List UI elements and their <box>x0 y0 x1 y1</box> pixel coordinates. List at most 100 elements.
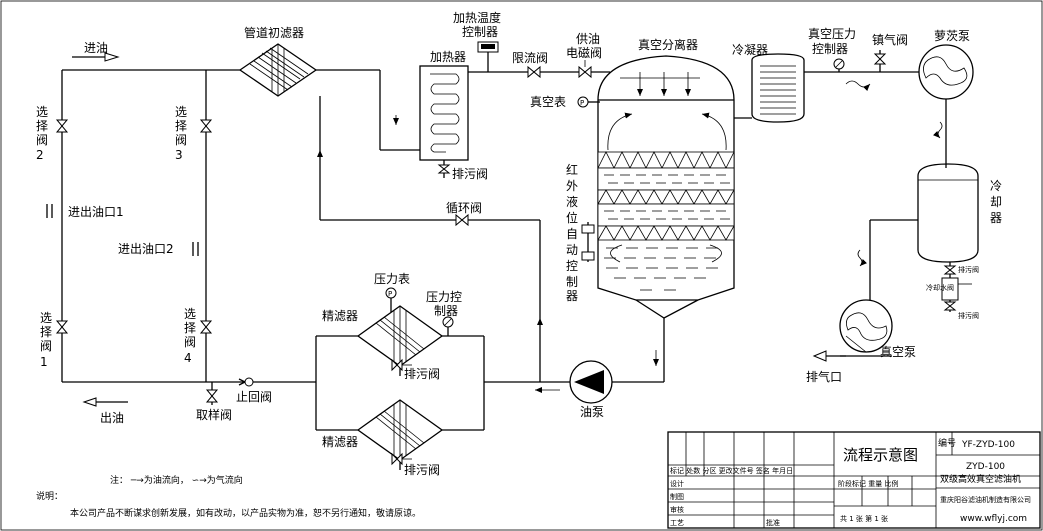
title-block-sheet-row: 共 1 张 第 1 张 <box>840 514 888 523</box>
selector-valve-2-label: 选择阀 2 <box>36 105 48 162</box>
svg-text:却: 却 <box>990 195 1002 209</box>
exhaust-label: 排气口 <box>806 369 842 384</box>
vac-pressure-label-1: 真空压力 <box>808 27 856 41</box>
svg-text:选: 选 <box>175 105 187 119</box>
vacuum-gauge-label: 真空表 <box>530 95 566 109</box>
notes-title: 说明： <box>36 490 63 502</box>
check-valve-label: 止回阀 <box>236 390 272 404</box>
selector-valve-2[interactable] <box>55 119 69 133</box>
pressure-controller-label-2: 制器 <box>434 304 458 318</box>
gas-ballast-valve-label: 镇气阀 <box>872 32 908 47</box>
svg-text:器: 器 <box>990 211 1002 225</box>
svg-text:阀: 阀 <box>175 133 187 147</box>
svg-text:冷: 冷 <box>990 179 1002 193</box>
svg-text:制: 制 <box>566 275 578 289</box>
oil-pump-piping <box>317 96 664 393</box>
infrared-level-controller <box>581 222 595 262</box>
circulation-valve[interactable] <box>455 213 469 227</box>
gas-ballast-valve[interactable] <box>873 50 887 72</box>
title-block-change-row: 标记 处数 分区 更改文件号 签名 年月日 <box>670 466 793 475</box>
svg-text:阀: 阀 <box>184 335 196 349</box>
check-valve[interactable] <box>238 377 254 387</box>
svg-text:排污阀: 排污阀 <box>958 311 979 320</box>
heating-temperature-controller[interactable] <box>477 41 499 72</box>
flow-limit-valve[interactable] <box>527 65 541 79</box>
port-2-label: 进出油口2 <box>118 242 174 256</box>
title-block-code-label: 编号 <box>938 437 956 449</box>
upper-drain-label: 排污阀 <box>404 367 440 381</box>
filter-heater-pipe <box>316 69 420 151</box>
pressure-gauge: P <box>385 287 397 312</box>
svg-text:控: 控 <box>566 259 578 273</box>
exhaust-arrow <box>812 350 846 362</box>
vac-pressure-label-2: 控制器 <box>812 42 848 56</box>
vacuum-pressure-controller[interactable] <box>833 58 845 72</box>
port-1-label: 进出油口1 <box>68 205 124 219</box>
title-block-check: 审核 <box>670 505 684 514</box>
fine-filter-upper-label: 精滤器 <box>322 309 358 323</box>
title-block-model: ZYD-100 <box>966 462 1005 472</box>
upper-filter-drain-valve[interactable] <box>391 358 412 376</box>
oil-in-label: 进油 <box>84 41 108 55</box>
svg-text:选: 选 <box>40 311 52 325</box>
svg-text:阀: 阀 <box>40 339 52 353</box>
title-block-title: 流程示意图 <box>843 446 918 464</box>
oil-supply-label-1: 供油 <box>576 32 600 46</box>
oil-out-label: 出油 <box>100 411 124 425</box>
heat-controller-label-2: 控制器 <box>462 25 498 39</box>
pressure-gauge-label: 压力表 <box>374 272 410 286</box>
oil-pump-label: 油泵 <box>580 405 604 419</box>
sample-valve[interactable] <box>205 389 219 403</box>
title-block-approve: 批准 <box>766 518 780 527</box>
oil-in-arrow <box>72 52 120 62</box>
notes-text: 本公司产品不断谋求创新发展，如有改动，以产品实物为准，恕不另行通知，敬请原谅。 <box>70 507 421 519</box>
pipe-filter-label: 管道初滤器 <box>244 25 304 40</box>
heat-controller-label-1: 加热温度 <box>453 10 501 25</box>
svg-text:外: 外 <box>566 179 578 193</box>
lower-filter-drain-valve[interactable] <box>391 452 412 470</box>
title-block-company: 重庆阳谷滤油机制造有限公司 <box>940 495 1031 504</box>
oil-out-arrow <box>82 397 128 407</box>
svg-text:排污阀: 排污阀 <box>958 265 979 274</box>
svg-text:3: 3 <box>175 148 183 162</box>
svg-text:4: 4 <box>184 351 192 365</box>
infrared-level-controller-label: 红外液 位自动 控制器 <box>566 162 578 303</box>
title-block <box>667 431 1041 529</box>
svg-text:自: 自 <box>566 227 578 241</box>
pipe-filter <box>238 43 318 97</box>
svg-text:红: 红 <box>566 162 578 177</box>
svg-text:阀: 阀 <box>36 133 48 147</box>
heater <box>419 65 469 178</box>
vacuum-pump-label: 真空泵 <box>880 345 916 359</box>
svg-text:器: 器 <box>566 289 578 303</box>
title-block-product: 双级高效真空滤油机 <box>940 473 1021 485</box>
title-block-url: www.wflyj.com <box>960 514 1027 524</box>
svg-text:择: 择 <box>40 325 52 339</box>
svg-text:择: 择 <box>184 321 196 335</box>
oil-pump <box>569 360 613 404</box>
svg-text:位: 位 <box>566 210 578 225</box>
svg-text:择: 择 <box>175 119 187 133</box>
selector-valve-3[interactable] <box>199 119 213 133</box>
flow-limit-valve-label: 限流阀 <box>512 51 548 65</box>
selector-valve-1-label: 选择阀 1 <box>40 311 52 369</box>
heater-label: 加热器 <box>430 50 466 64</box>
fine-filter-loop <box>315 335 485 431</box>
selector-valve-4[interactable] <box>199 320 213 334</box>
vacuum-separator-label: 真空分离器 <box>638 37 698 52</box>
svg-text:液: 液 <box>566 194 578 209</box>
cooler-label: 冷却器 <box>990 179 1002 225</box>
svg-text:选: 选 <box>184 307 196 321</box>
vacuum-separator <box>597 55 735 382</box>
svg-text:P: P <box>580 99 584 107</box>
oil-supply-solenoid-valve[interactable] <box>578 60 592 79</box>
svg-text:择: 择 <box>36 119 48 133</box>
roots-pump <box>918 44 974 168</box>
svg-text:2: 2 <box>36 148 44 162</box>
selector-valve-1[interactable] <box>55 320 69 334</box>
pressure-controller-label-1: 压力控 <box>426 290 462 304</box>
fine-filter-lower <box>356 399 444 461</box>
svg-text:P: P <box>388 290 392 298</box>
pressure-controller[interactable] <box>442 316 454 336</box>
